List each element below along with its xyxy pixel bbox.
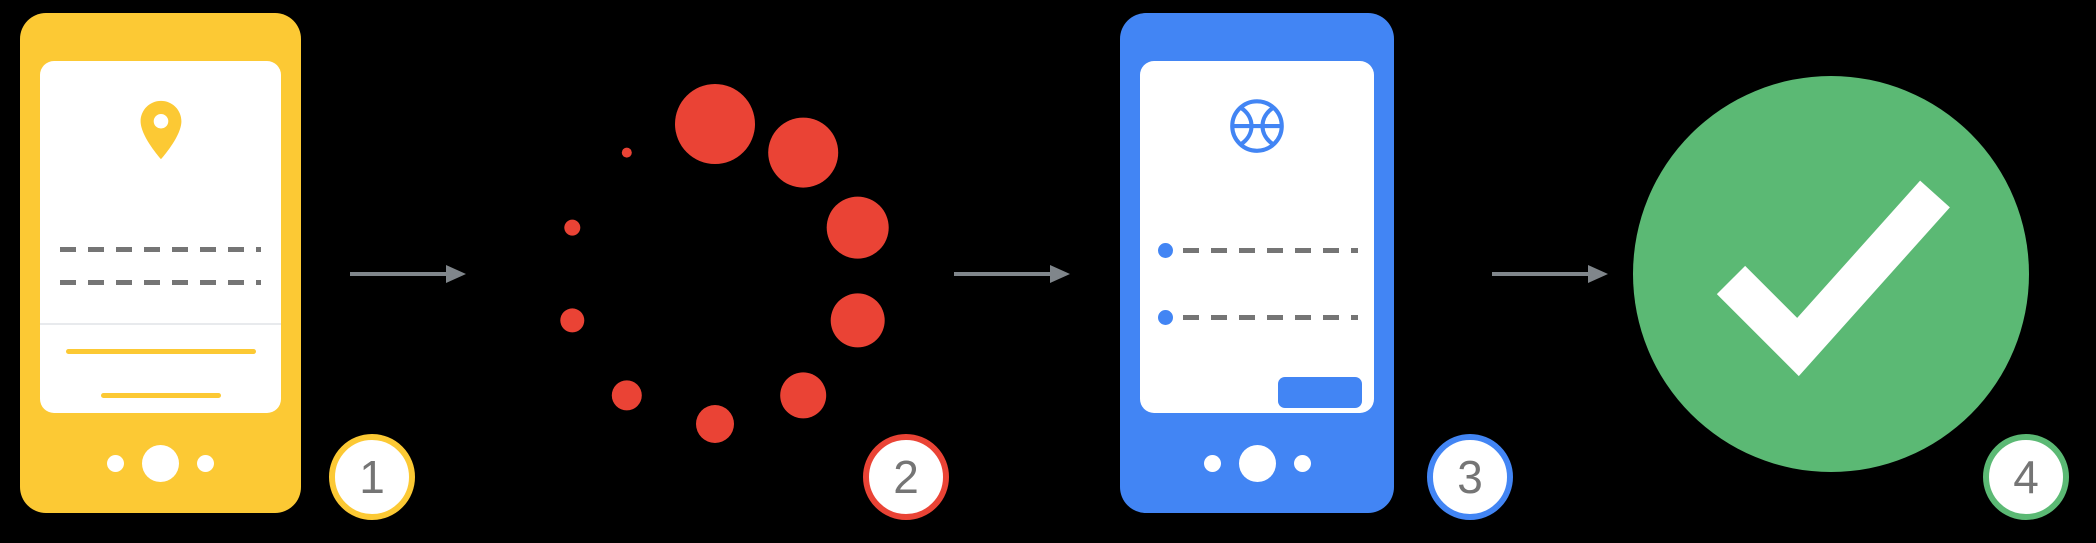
nav-dot [1203,454,1221,472]
step-badge-3: 3 [1427,434,1513,520]
bullet-dot [1158,242,1173,258]
nav-dot [107,454,124,472]
nav-dot [142,444,179,482]
placeholder-text-line [1183,247,1358,253]
list-item [1158,309,1358,325]
bullet-dot [1158,309,1173,325]
step-number-3: 3 [1457,451,1483,503]
flow-arrow-icon [350,265,466,283]
phone-nav-dots [1120,413,1394,513]
accent-line-long [65,349,256,354]
step-badge-2: 2 [863,434,949,520]
placeholder-text-line [1183,314,1358,320]
basketball-icon [1230,99,1284,153]
list-item [1158,242,1358,258]
flow-arrow-icon [1492,265,1608,283]
flow-arrow-icon [954,265,1070,283]
location-pin-icon [140,100,181,160]
phone-mockup-step-1 [20,13,301,513]
phone-3-screen [1140,61,1374,413]
step-badge-4: 4 [1983,434,2069,520]
phone-1-screen [40,61,281,413]
accent-line-short [100,393,221,398]
success-checkmark-icon [1633,76,2029,472]
nav-dot [1238,444,1276,482]
step-number-2: 2 [893,451,919,503]
step-badge-1: 1 [329,434,415,520]
phone-mockup-step-3 [1120,13,1394,513]
placeholder-text-line [60,247,261,252]
divider-line [40,323,281,325]
placeholder-text-line [60,280,261,285]
phone-nav-dots [20,413,301,513]
loading-spinner-icon [560,84,889,443]
step-number-1: 1 [359,451,385,503]
mockup-button [1278,377,1362,408]
step-number-4: 4 [2013,451,2039,503]
nav-dot [197,454,214,472]
nav-dot [1293,454,1311,472]
